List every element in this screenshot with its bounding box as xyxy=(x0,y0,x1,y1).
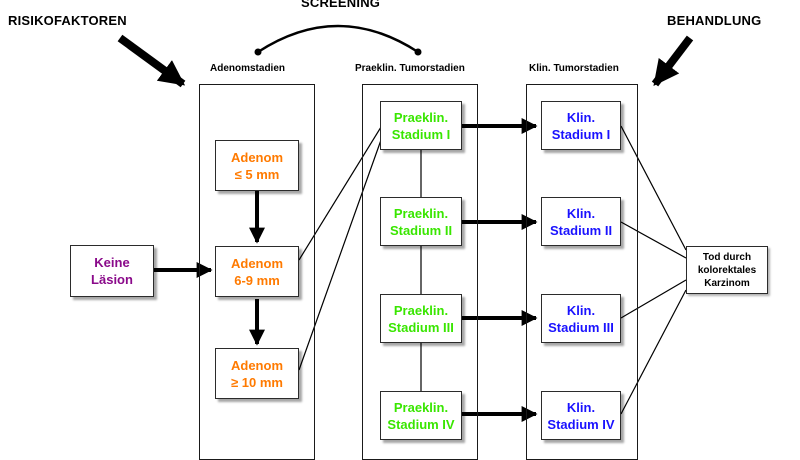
pre-1-line-1: Praeklin. xyxy=(393,109,449,125)
line-clin-4-to-death xyxy=(620,289,687,415)
preclinical-column-label: Praeklin. Tumorstadien xyxy=(355,63,465,74)
clin-3-line-1: Klin. xyxy=(566,302,596,318)
no-lesion-line-1: Keine xyxy=(94,255,130,270)
line-clin-3-to-death xyxy=(620,279,687,319)
clinical-stage-2-box: Klin. Stadium II xyxy=(541,197,621,246)
pre-4-line-2: Stadium IV xyxy=(387,416,455,432)
adenoma-column-label: Adenomstadien xyxy=(210,63,286,74)
pre-2-line-1: Praeklin. xyxy=(393,205,449,221)
preclinical-stage-1-box: Praeklin. Stadium I xyxy=(380,101,462,150)
clin-3-line-2: Stadium III xyxy=(548,319,614,335)
adenoma-small-line-1: Adenom xyxy=(231,149,283,165)
treatment-pointer-arrow xyxy=(651,35,694,87)
line-adenoma-medium-to-pre-1 xyxy=(298,126,382,261)
death-line-1: Tod durch xyxy=(702,251,752,263)
no-lesion-line-2: Läsion xyxy=(91,272,133,287)
pre-3-line-1: Praeklin. xyxy=(393,302,449,318)
death-line-2: kolorektales xyxy=(697,264,757,276)
adenoma-large-line-1: Adenom xyxy=(231,357,283,373)
adenoma-medium-box: Adenom 6-9 mm xyxy=(215,246,299,297)
adenoma-small-line-2: ≤ 5 mm xyxy=(234,166,280,182)
pre-4-line-1: Praeklin. xyxy=(393,399,449,415)
line-clin-2-to-death xyxy=(620,221,687,259)
adenoma-medium-line-1: Adenom xyxy=(231,255,283,271)
line-clin-1-to-death xyxy=(620,125,687,251)
death-line-3: Karzinom xyxy=(704,277,750,289)
risk-pointer-arrow xyxy=(117,34,186,88)
pre-2-line-2: Stadium II xyxy=(389,222,453,238)
clin-1-line-1: Klin. xyxy=(566,109,596,125)
adenoma-small-box: Adenom ≤ 5 mm xyxy=(215,140,299,191)
no-lesion-box: Keine Läsion xyxy=(70,245,154,297)
connector-layer xyxy=(117,24,694,422)
treatment-label: BEHANDLUNG xyxy=(667,13,762,28)
clinical-column-label: Klin. Tumorstadien xyxy=(529,63,619,74)
preclinical-stage-2-box: Praeklin. Stadium II xyxy=(380,197,462,246)
clin-4-line-2: Stadium IV xyxy=(547,416,615,432)
clin-1-line-2: Stadium I xyxy=(551,126,611,142)
death-colorectal-carcinoma-box: Tod durch kolorektales Karzinom xyxy=(686,246,768,294)
pre-3-line-2: Stadium III xyxy=(388,319,454,335)
clinical-stage-4-box: Klin. Stadium IV xyxy=(541,391,621,440)
adenoma-medium-line-2: 6-9 mm xyxy=(234,272,280,288)
preclinical-stage-4-box: Praeklin. Stadium IV xyxy=(380,391,462,440)
clin-2-line-1: Klin. xyxy=(566,205,596,221)
screening-label: SCREENING xyxy=(301,0,381,10)
preclinical-stage-3-box: Praeklin. Stadium III xyxy=(380,294,462,343)
screening-arc-end-right xyxy=(414,48,422,56)
screening-arc-end-left xyxy=(254,48,262,56)
screening-arc xyxy=(257,24,419,54)
adenoma-large-box: Adenom ≥ 10 mm xyxy=(215,348,299,399)
diagram-stage: RISIKOFAKTOREN SCREENING BEHANDLUNG Aden… xyxy=(8,0,768,460)
line-adenoma-large-to-pre-1 xyxy=(298,139,382,371)
pre-1-line-2: Stadium I xyxy=(391,126,451,142)
clin-4-line-1: Klin. xyxy=(566,399,596,415)
adenoma-large-line-2: ≥ 10 mm xyxy=(231,374,283,390)
clinical-stage-1-box: Klin. Stadium I xyxy=(541,101,621,150)
clinical-stage-3-box: Klin. Stadium III xyxy=(541,294,621,343)
risk-factors-label: RISIKOFAKTOREN xyxy=(8,13,127,28)
clin-2-line-2: Stadium II xyxy=(549,222,613,238)
